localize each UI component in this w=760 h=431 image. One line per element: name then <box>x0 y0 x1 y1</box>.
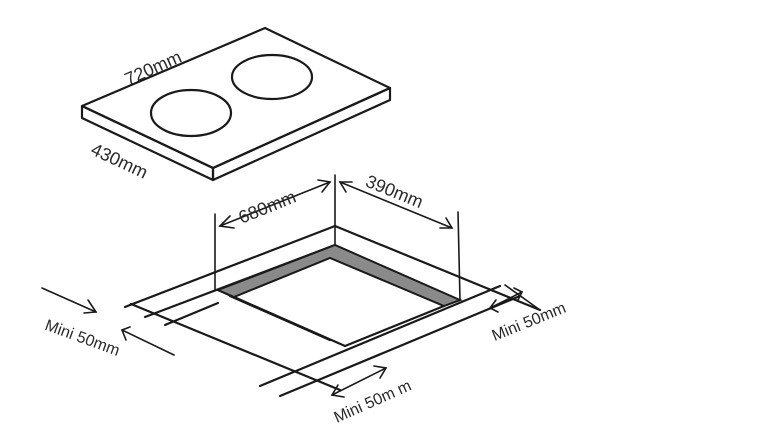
burner-left-icon <box>149 88 233 138</box>
burner-right-icon <box>230 53 314 101</box>
dimension-lines <box>41 174 541 398</box>
cutout-frame <box>215 243 463 348</box>
cooktop-illustration <box>80 26 392 182</box>
